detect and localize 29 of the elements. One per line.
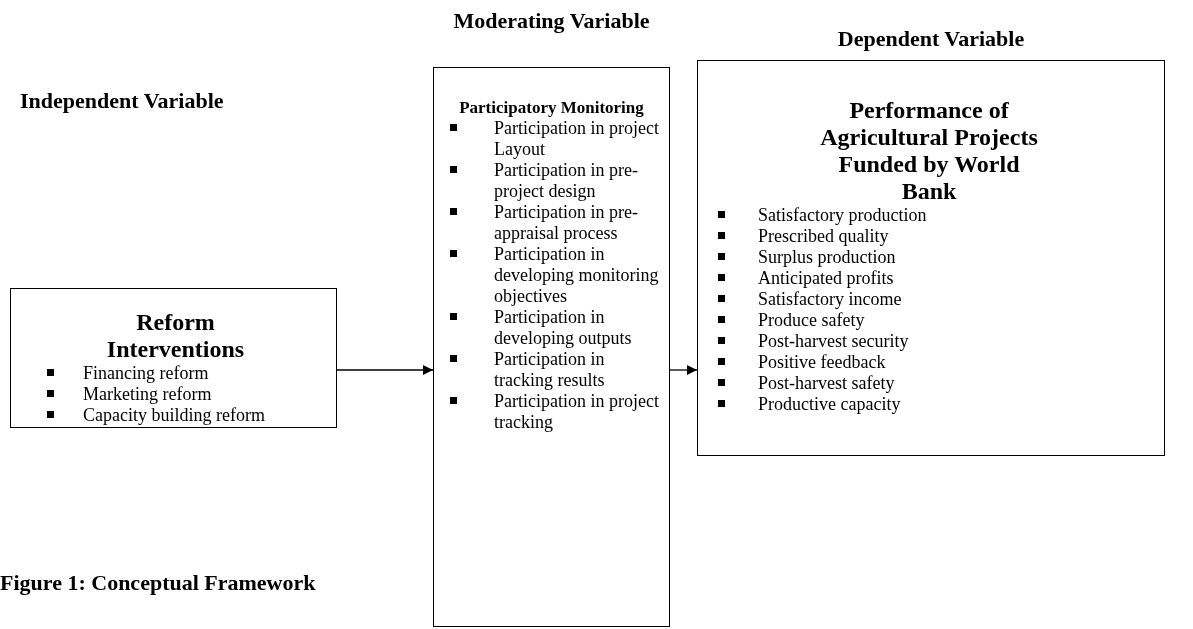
list-item: Satisfactory production <box>758 205 927 225</box>
list-item: Participation in project tracking <box>494 391 659 432</box>
list-item: Participation in developing monitoring objectives <box>494 244 659 306</box>
list-item: Financing reform <box>83 363 209 383</box>
box-title: Participatory Monitoring <box>458 98 645 118</box>
list-item: Marketing reform <box>83 384 212 404</box>
list-item: Anticipated profits <box>758 268 894 288</box>
variable-heading: Moderating Variable <box>452 8 651 34</box>
box-title: Performance of Agricultural Projects Funded by World Bank <box>819 97 1039 205</box>
list-item: Participation in pre-appraisal process <box>494 202 638 243</box>
list-item: Participation in tracking results <box>494 349 605 390</box>
list-item: Positive feedback <box>758 352 886 372</box>
arrow <box>336 365 434 375</box>
list-item: Post-harvest safety <box>758 373 895 393</box>
list-item: Satisfactory income <box>758 289 902 309</box>
list-item: Post-harvest security <box>758 331 909 351</box>
list-item: Participation in pre-project design <box>494 160 638 201</box>
list-item: Participation in developing outputs <box>494 307 632 348</box>
box-title: Reform Interventions <box>105 309 246 363</box>
variable-heading: Independent Variable <box>20 88 224 114</box>
list-item: Capacity building reform <box>83 405 265 425</box>
list-item: Participation in project Layout <box>494 118 659 159</box>
list-item: Prescribed quality <box>758 226 889 246</box>
arrow <box>669 365 698 375</box>
list-item: Productive capacity <box>758 394 901 414</box>
variable-heading: Dependent Variable <box>836 26 1026 52</box>
figure-caption: Figure 1: Conceptual Framework <box>0 570 316 596</box>
list-item: Surplus production <box>758 247 896 267</box>
list-item: Produce safety <box>758 310 865 330</box>
